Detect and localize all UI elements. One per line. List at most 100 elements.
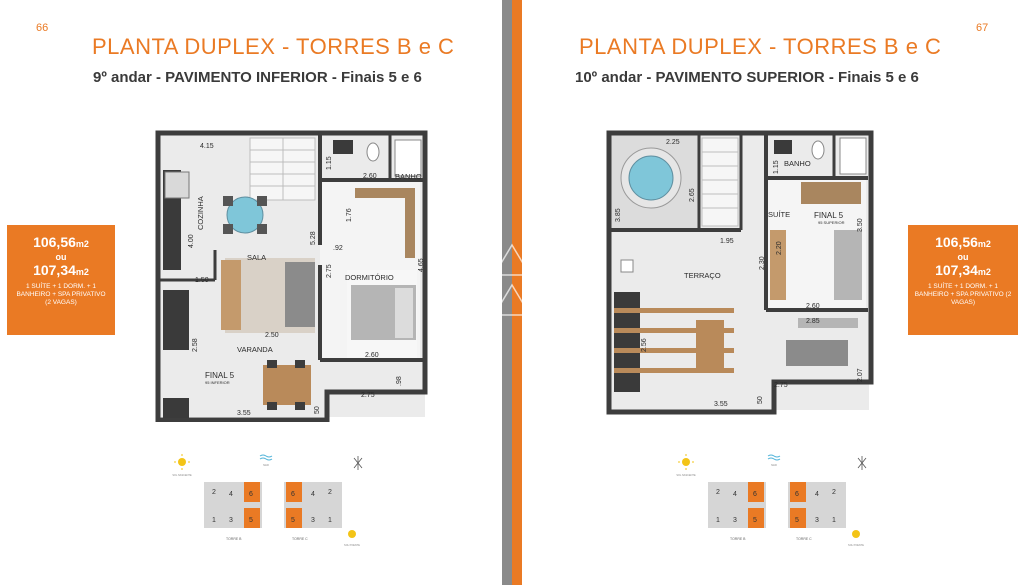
unit-b-3: 3: [229, 517, 233, 524]
sea-label: MAR: [263, 464, 269, 467]
dim-260: 2.60: [806, 303, 820, 310]
area-value-2: 107,34: [935, 262, 978, 278]
unit-c-4: 4: [311, 491, 315, 498]
area-unit-2: m2: [977, 267, 991, 277]
sun-icon: [174, 454, 190, 470]
pergola: [614, 308, 734, 373]
dim-98: .98: [396, 376, 403, 386]
dim-528: 5.28: [310, 231, 317, 245]
area-badge-right: 106,56m2 ou 107,34m2 1 SUÍTE + 1 DORM. +…: [908, 225, 1018, 335]
dim-258: 2.58: [192, 338, 199, 352]
area-value-2: 107,34: [33, 262, 76, 278]
area-value-1: 106,56: [935, 234, 978, 250]
unit-b-2: 2: [212, 489, 216, 496]
room-label-final: FINAL 5: [814, 211, 844, 220]
page-subtitle-left: 9º andar - PAVIMENTO INFERIOR - Finais 5…: [93, 69, 422, 86]
sun-top-label: SOL NASCENTE: [676, 474, 696, 477]
watermark-logo: [492, 243, 532, 316]
bed: [834, 230, 862, 300]
unit-c-1: 1: [832, 517, 836, 524]
compass-icon: [857, 456, 867, 470]
dim-115: 1.15: [326, 156, 333, 170]
area-badge-left: 106,56m2 ou 107,34m2 1 SUÍTE + 1 DORM. +…: [7, 225, 115, 335]
outer-walls: [606, 130, 874, 415]
sun-icon: [852, 530, 860, 538]
page-title-left: PLANTA DUPLEX - TORRES B e C: [92, 34, 455, 59]
area-unit-1: m2: [977, 239, 991, 249]
page-number-right: 67: [976, 22, 989, 34]
sun-icon: [678, 454, 694, 470]
room-label-terraco: TERRAÇO: [684, 271, 721, 280]
dim-275a: 2.75: [326, 264, 333, 278]
page-number-left: 66: [36, 22, 49, 34]
unit-c-6: 6: [291, 491, 295, 498]
unit-b-3: 3: [733, 517, 737, 524]
dim-385: 3.85: [615, 208, 622, 222]
unit-b-4: 4: [229, 491, 233, 498]
dim-115: 1.15: [773, 160, 780, 174]
room-label-cozinha: COZINHA: [196, 196, 205, 230]
dimension-labels: 4.15 1.15 2.60 1.76 5.28 .92 4.00 1.50 2…: [188, 143, 425, 417]
sun-bottom-label: SOL POENTE: [848, 544, 864, 547]
torre-c-label: TORRE C: [292, 537, 308, 541]
unit-b-2: 2: [716, 489, 720, 496]
dim-400: 4.00: [188, 234, 195, 248]
torre-c-block: 6 4 2 5 3 1 TORRE C: [284, 482, 342, 541]
sun-top-label: SOL NASCENTE: [172, 474, 192, 477]
sun-bottom-label: SOL POENTE: [344, 544, 360, 547]
unit-c-5: 5: [795, 517, 799, 524]
dim-225: 2.25: [666, 139, 680, 146]
torre-b-block: 2 4 6 1 3 5 TORRE B: [204, 482, 262, 541]
dim-195: 1.95: [720, 238, 734, 245]
dimension-labels: 2.25 2.65 3.85 1.15 3.50 1.95 2.30 2.20 …: [615, 139, 864, 408]
room-label-banho: BANHO: [395, 172, 422, 181]
dim-230: 2.30: [759, 256, 766, 270]
lounger: [786, 340, 848, 366]
dim-207: 2.07: [857, 368, 864, 382]
tower-key-left: SOL NASCENTE MAR 2 4 6 1 3 5 TORRE B 6 4…: [172, 454, 363, 547]
dim-260a: 2.60: [363, 173, 377, 180]
wardrobe: [801, 182, 861, 204]
unit-c-2: 2: [832, 489, 836, 496]
unit-c-3: 3: [815, 517, 819, 524]
dim-176: 1.76: [346, 208, 353, 222]
area-or: ou: [957, 252, 969, 262]
unit-b-6: 6: [249, 491, 253, 498]
unit-b-5: 5: [249, 517, 253, 524]
stairs: [249, 137, 316, 201]
floor-plan-lower: COZINHA SALA DORMITÓRIO BANHO VARANDA FI…: [155, 130, 428, 422]
dim-150: 1.50: [195, 277, 209, 284]
dim-285: 2.85: [806, 318, 820, 325]
page-subtitle-right: 10º andar - PAVIMENTO SUPERIOR - Finais …: [575, 69, 919, 86]
unit-c-4: 4: [815, 491, 819, 498]
room-label-dormitorio: DORMITÓRIO: [345, 273, 394, 282]
area-value-1: 106,56: [33, 234, 76, 250]
terrace-counter: [614, 292, 640, 392]
sea-icon: [259, 454, 273, 461]
room-label-final: FINAL 5: [205, 371, 235, 380]
sun-icon: [348, 530, 356, 538]
area-or: ou: [55, 252, 67, 262]
dim-355: 3.55: [714, 401, 728, 408]
dim-250: 2.50: [265, 332, 279, 339]
dim-220: 2.20: [776, 241, 783, 255]
dim-355: 3.55: [237, 410, 251, 417]
unit-c-6: 6: [795, 491, 799, 498]
dim-265: 2.65: [689, 188, 696, 202]
torre-b-label: TORRE B: [226, 537, 242, 541]
room-label-varanda: VARANDA: [237, 345, 273, 354]
room-label-banho: BANHO: [784, 159, 811, 168]
unit-c-1: 1: [328, 517, 332, 524]
dim-350: 3.50: [857, 218, 864, 232]
room-label-sala: SALA: [247, 253, 266, 262]
room-label-suite: SUÍTE: [768, 210, 790, 219]
room-label-final-sub: 95 SUPERIOR: [818, 220, 845, 225]
unit-c-3: 3: [311, 517, 315, 524]
sea-label: MAR: [771, 464, 777, 467]
dim-50: 50: [314, 406, 321, 414]
floor-plan-upper: TERRAÇO SUÍTE BANHO FINAL 5 95 SUPERIOR …: [606, 130, 874, 415]
sea-icon: [767, 454, 781, 461]
dim-465: 4.65: [418, 258, 425, 272]
compass-icon: [353, 456, 363, 470]
